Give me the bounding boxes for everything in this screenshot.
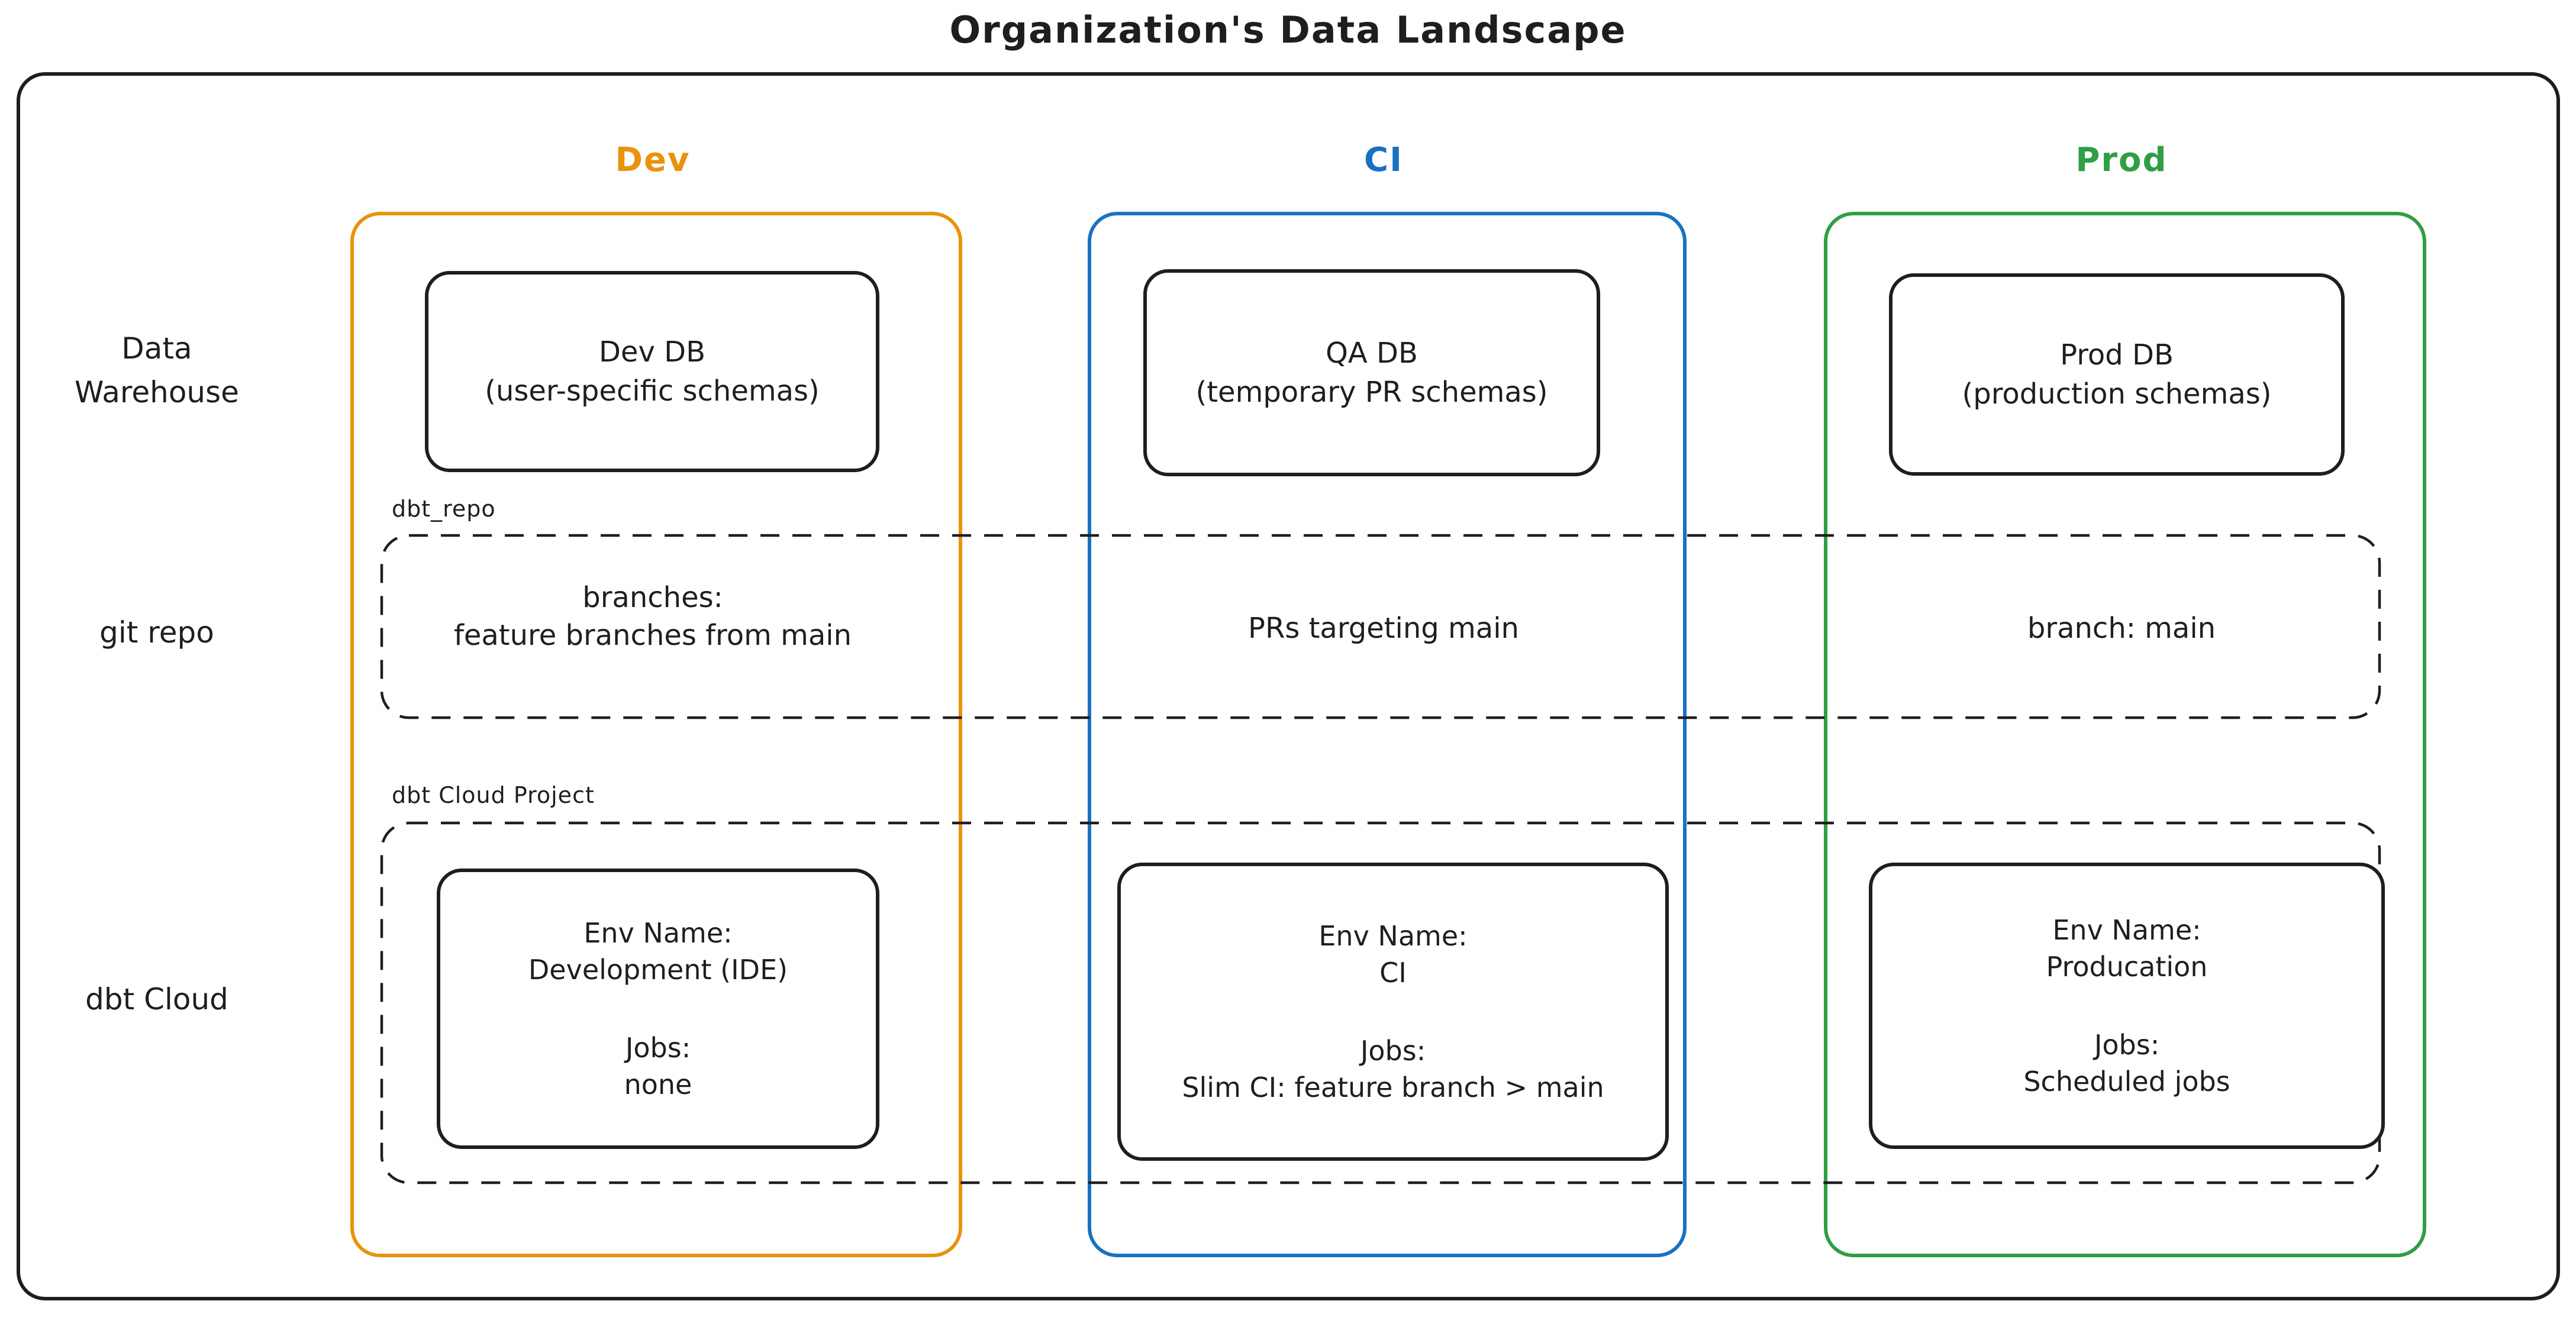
dev-jobs-label: Jobs:	[625, 1032, 691, 1064]
prod-jobs-value: Scheduled jobs	[2023, 1066, 2230, 1098]
prod-env-label: Env Name:	[2052, 914, 2201, 946]
dev-db-box: Dev DB (user-specific schemas)	[425, 271, 879, 472]
page-title: Organization's Data Landscape	[949, 8, 1627, 51]
dev-column-frame	[350, 212, 962, 1257]
git-dev-text: branches: feature branches from main	[350, 579, 955, 654]
row-label-data-warehouse-line2: Warehouse	[75, 375, 239, 409]
dbt-cloud-project-zone-label: dbt Cloud Project	[392, 782, 595, 808]
row-label-dbt-cloud: dbt Cloud	[85, 982, 228, 1016]
prod-column-frame	[1824, 212, 2426, 1257]
ci-env-box: Env Name: CI Jobs: Slim CI: feature bran…	[1117, 863, 1669, 1161]
dev-db-title: Dev DB	[598, 335, 706, 369]
dev-db-subtitle: (user-specific schemas)	[485, 375, 820, 408]
dev-env-name: Development (IDE)	[528, 954, 788, 986]
git-prod-text: branch: main	[2027, 612, 2216, 645]
qa-db-box: QA DB (temporary PR schemas)	[1143, 269, 1600, 476]
git-dev-text-line1: branches:	[582, 581, 723, 614]
qa-db-title: QA DB	[1326, 337, 1418, 370]
column-header-ci: CI	[1364, 141, 1403, 179]
row-label-data-warehouse: Data Warehouse	[24, 327, 290, 414]
ci-jobs-value: Slim CI: feature branch > main	[1182, 1071, 1604, 1103]
outer-border	[17, 72, 2560, 1300]
prod-env-name: Producation	[2046, 951, 2208, 983]
prod-db-subtitle: (production schemas)	[1962, 377, 2272, 411]
prod-env-box: Env Name: Producation Jobs: Scheduled jo…	[1869, 863, 2385, 1149]
ci-column-frame	[1088, 212, 1687, 1257]
prod-jobs-label: Jobs:	[2094, 1029, 2160, 1061]
dev-env-box: Env Name: Development (IDE) Jobs: none	[437, 869, 879, 1149]
qa-db-subtitle: (temporary PR schemas)	[1195, 376, 1548, 409]
column-header-dev: Dev	[615, 141, 691, 179]
prod-db-box: Prod DB (production schemas)	[1889, 273, 2345, 476]
dev-env-label: Env Name:	[583, 917, 733, 949]
ci-jobs-label: Jobs:	[1360, 1035, 1426, 1067]
prod-db-title: Prod DB	[2060, 338, 2174, 372]
ci-env-name: CI	[1379, 957, 1407, 989]
git-dev-text-line2: feature branches from main	[453, 619, 852, 652]
ci-env-label: Env Name:	[1318, 920, 1468, 952]
dbt-repo-zone-label: dbt_repo	[392, 496, 496, 522]
dev-jobs-value: none	[624, 1069, 692, 1100]
row-label-git-repo: git repo	[99, 615, 214, 650]
row-label-data-warehouse-line1: Data	[121, 331, 192, 366]
git-ci-text: PRs targeting main	[1248, 612, 1519, 645]
column-header-prod: Prod	[2075, 141, 2168, 179]
